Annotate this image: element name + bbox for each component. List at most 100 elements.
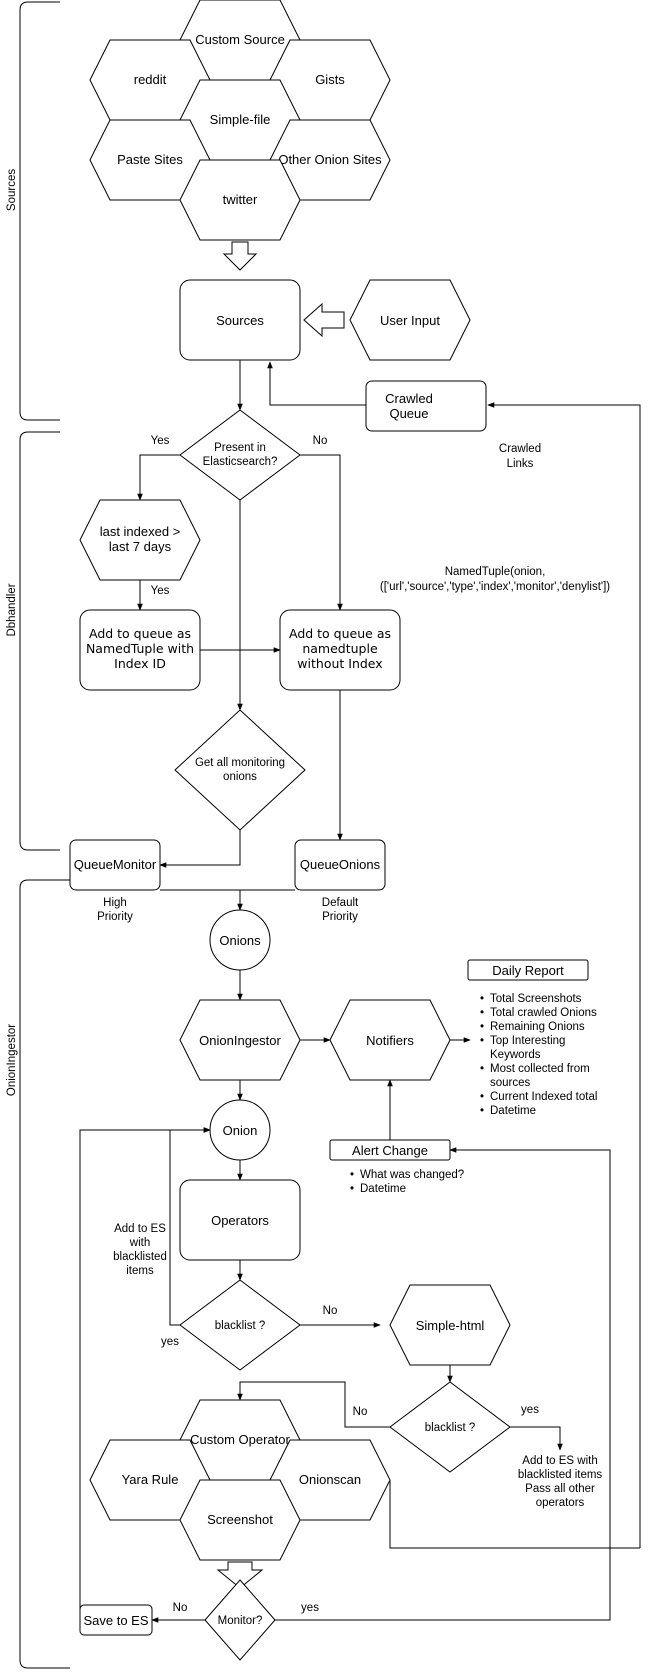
- svg-text:items: items: [126, 1265, 154, 1277]
- svg-text:Datetime: Datetime: [490, 1105, 536, 1117]
- add-queue-index-box: Add to queue as NamedTuple with Index ID: [79, 609, 201, 691]
- svg-text:blacklist ?: blacklist ?: [425, 1422, 476, 1434]
- svg-text:Add to ES with: Add to ES with: [522, 1455, 597, 1467]
- svg-text:Onion: Onion: [223, 1123, 258, 1138]
- high-priority-label: High Priority: [97, 897, 133, 923]
- svg-text:•: •: [350, 1169, 354, 1181]
- svg-text:Custom Source: Custom Source: [195, 32, 285, 47]
- namedtuple-note: NamedTuple(onion, (['url','source','type…: [380, 566, 610, 593]
- svg-text:namedtuple: namedtuple: [302, 641, 378, 656]
- svg-text:Links: Links: [507, 458, 534, 470]
- svg-text:Keywords: Keywords: [490, 1049, 541, 1061]
- svg-text:onions: onions: [223, 771, 257, 783]
- hex-custom-operator: Custom Operator: [179, 1399, 301, 1481]
- svg-text:Daily Report: Daily Report: [492, 963, 564, 978]
- last-indexed-hex: last indexed > last 7 days: [79, 499, 201, 581]
- svg-text:Operators: Operators: [211, 1213, 269, 1228]
- svg-text:Add to queue as: Add to queue as: [89, 626, 191, 641]
- svg-text:blacklisted: blacklisted: [113, 1251, 167, 1263]
- svg-text:last 7 days: last 7 days: [109, 539, 172, 554]
- svg-text:Crawled: Crawled: [499, 443, 541, 455]
- svg-text:blacklist ?: blacklist ?: [215, 1320, 266, 1332]
- svg-text:(['url','source','type','index: (['url','source','type','index','monitor…: [380, 581, 610, 593]
- svg-text:Index ID: Index ID: [114, 656, 166, 671]
- svg-text:High: High: [103, 897, 127, 909]
- simple-html-hex: Simple-html: [389, 1284, 511, 1366]
- svg-text:with: with: [129, 1237, 150, 1249]
- svg-text:Priority: Priority: [97, 911, 133, 923]
- no-label-2: No: [323, 1305, 338, 1317]
- alert-change: Alert Change •What was changed? •Datetim…: [329, 1139, 464, 1195]
- no-label-1: No: [313, 435, 328, 447]
- queue-monitor-box: QueueMonitor: [69, 839, 161, 891]
- svg-text:Datetime: Datetime: [360, 1183, 406, 1195]
- no-label-3: No: [353, 1406, 368, 1418]
- notifiers-hex: Notifiers: [329, 999, 451, 1081]
- svg-text:Other Onion Sites: Other Onion Sites: [278, 152, 382, 167]
- hex-user-input: User Input: [349, 279, 471, 361]
- svg-text:Paste Sites: Paste Sites: [117, 152, 183, 167]
- svg-text:•: •: [480, 1035, 484, 1047]
- onioningestor-section-label: OnionIngestor: [6, 1024, 18, 1096]
- operators-box: Operators: [179, 1179, 301, 1261]
- hex-screenshot: Screenshot: [179, 1479, 301, 1561]
- svg-text:•: •: [480, 1007, 484, 1019]
- svg-text:operators: operators: [536, 1497, 585, 1509]
- yes-label-2: Yes: [151, 585, 170, 597]
- svg-text:•: •: [350, 1183, 354, 1195]
- svg-text:•: •: [480, 1063, 484, 1075]
- hollow-down-arrow-2: [216, 1561, 264, 1589]
- svg-text:Default: Default: [322, 897, 359, 909]
- hollow-left-arrow: [303, 302, 345, 338]
- svg-text:•: •: [480, 1105, 484, 1117]
- onioningestor-section-brace: OnionIngestor: [6, 879, 70, 1669]
- svg-text:blacklisted items: blacklisted items: [518, 1469, 603, 1481]
- svg-text:Add to queue as: Add to queue as: [289, 626, 391, 641]
- svg-text:without Index: without Index: [297, 656, 382, 671]
- hex-paste-sites: Paste Sites: [89, 119, 211, 201]
- svg-text:Onions: Onions: [219, 933, 261, 948]
- daily-report: Daily Report •Total Screenshots •Total c…: [467, 959, 597, 1117]
- svg-text:Present in: Present in: [214, 442, 266, 454]
- svg-text:Notifiers: Notifiers: [366, 1033, 414, 1048]
- crawled-queue-box: Crawled Queue: [365, 380, 487, 432]
- save-to-es-box: Save to ES: [79, 1604, 153, 1636]
- svg-text:User Input: User Input: [380, 313, 440, 328]
- svg-text:•: •: [480, 993, 484, 1005]
- dbhandler-section-label: Dbhandler: [6, 583, 18, 636]
- hex-onionscan: Onionscan: [269, 1439, 391, 1521]
- svg-text:Onionscan: Onionscan: [299, 1472, 361, 1487]
- svg-text:last indexed >: last indexed >: [100, 524, 181, 539]
- svg-text:Screenshot: Screenshot: [207, 1512, 273, 1527]
- svg-text:Sources: Sources: [216, 313, 264, 328]
- blacklist-diamond-2: blacklist ?: [389, 1381, 511, 1473]
- svg-text:Monitor?: Monitor?: [218, 1615, 263, 1627]
- svg-text:Custom Operator: Custom Operator: [190, 1432, 290, 1447]
- svg-text:Current Indexed total: Current Indexed total: [490, 1091, 597, 1103]
- yes-label-3: yes: [161, 1336, 179, 1348]
- svg-text:Get all monitoring: Get all monitoring: [195, 757, 285, 769]
- svg-text:QueueMonitor: QueueMonitor: [74, 857, 157, 872]
- svg-text:Queue: Queue: [389, 406, 428, 421]
- svg-text:Save to ES: Save to ES: [83, 1613, 148, 1628]
- svg-text:Top Interesting: Top Interesting: [490, 1035, 565, 1047]
- yes-label-1: Yes: [151, 435, 170, 447]
- present-in-es-diamond: Present in Elasticsearch?: [179, 409, 301, 501]
- add-queue-noindex-box: Add to queue as namedtuple without Index: [279, 609, 401, 691]
- hex-twitter: twitter: [179, 159, 301, 241]
- svg-text:QueueOnions: QueueOnions: [300, 857, 381, 872]
- monitor-diamond: Monitor?: [204, 1579, 276, 1661]
- svg-text:•: •: [480, 1091, 484, 1103]
- svg-text:Remaining Onions: Remaining Onions: [490, 1021, 585, 1033]
- svg-text:sources: sources: [490, 1077, 531, 1089]
- svg-text:reddit: reddit: [134, 72, 167, 87]
- yes-label-4: yes: [521, 1404, 539, 1416]
- svg-text:OnionIngestor: OnionIngestor: [199, 1033, 281, 1048]
- svg-text:NamedTuple with: NamedTuple with: [86, 641, 194, 656]
- svg-text:Add to ES: Add to ES: [114, 1223, 166, 1235]
- svg-text:Priority: Priority: [322, 911, 358, 923]
- default-priority-label: Default Priority: [322, 897, 359, 923]
- svg-text:Crawled: Crawled: [385, 391, 433, 406]
- svg-text:Simple-file: Simple-file: [210, 112, 271, 127]
